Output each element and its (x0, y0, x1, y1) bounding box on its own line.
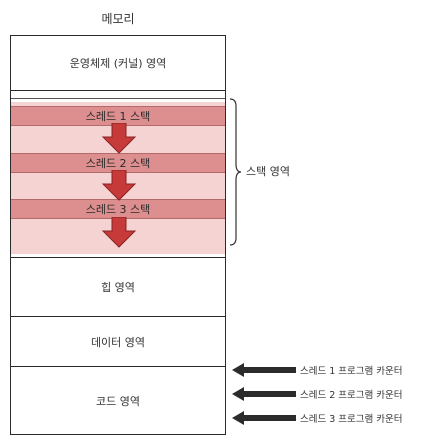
down-arrow-icon (101, 217, 137, 248)
code-area-label: 코드 영역 (96, 394, 140, 408)
stack-area-label: 스택 영역 (246, 165, 290, 178)
stack-label-thread-1: 스레드 1 스택 (85, 110, 151, 123)
program-counter-label-2: 스레드 2 프로그램 카운터 (300, 390, 403, 401)
kernel-area: 운영체제 (커널) 영역 (11, 36, 225, 91)
down-arrow-icon (101, 170, 137, 201)
left-arrow-icon (232, 387, 296, 401)
code-area: 코드 영역 (11, 367, 225, 434)
left-arrow-icon (232, 363, 296, 377)
stack-area-divider (11, 98, 225, 99)
data-area: 데이터 영역 (11, 317, 225, 367)
down-arrow-icon (101, 123, 137, 154)
memory-block: 운영체제 (커널) 영역 스레드 1 스택 스레드 2 스택 스레드 3 스택 … (10, 35, 226, 435)
program-counter-thread-2: 스레드 2 프로그램 카운터 (232, 387, 403, 401)
program-counter-label-1: 스레드 1 프로그램 카운터 (300, 366, 403, 377)
program-counter-thread-3: 스레드 3 프로그램 카운터 (232, 411, 403, 425)
stack-label-thread-2: 스레드 2 스택 (85, 157, 151, 170)
program-counter-label-3: 스레드 3 프로그램 카운터 (300, 414, 403, 425)
heap-area-label: 힙 영역 (101, 281, 135, 294)
left-arrow-icon (232, 411, 296, 425)
kernel-area-label: 운영체제 (커널) 영역 (69, 57, 167, 70)
stack-band-thread-3: 스레드 3 스택 (11, 199, 225, 219)
stack-area-brace (229, 98, 242, 246)
stack-label-thread-3: 스레드 3 스택 (85, 203, 151, 216)
memory-title: 메모리 (101, 12, 135, 26)
program-counter-thread-1: 스레드 1 프로그램 카운터 (232, 363, 403, 377)
stack-area: 스레드 1 스택 스레드 2 스택 스레드 3 스택 (11, 91, 225, 257)
data-area-label: 데이터 영역 (90, 335, 146, 349)
heap-area: 힙 영역 (11, 257, 225, 317)
